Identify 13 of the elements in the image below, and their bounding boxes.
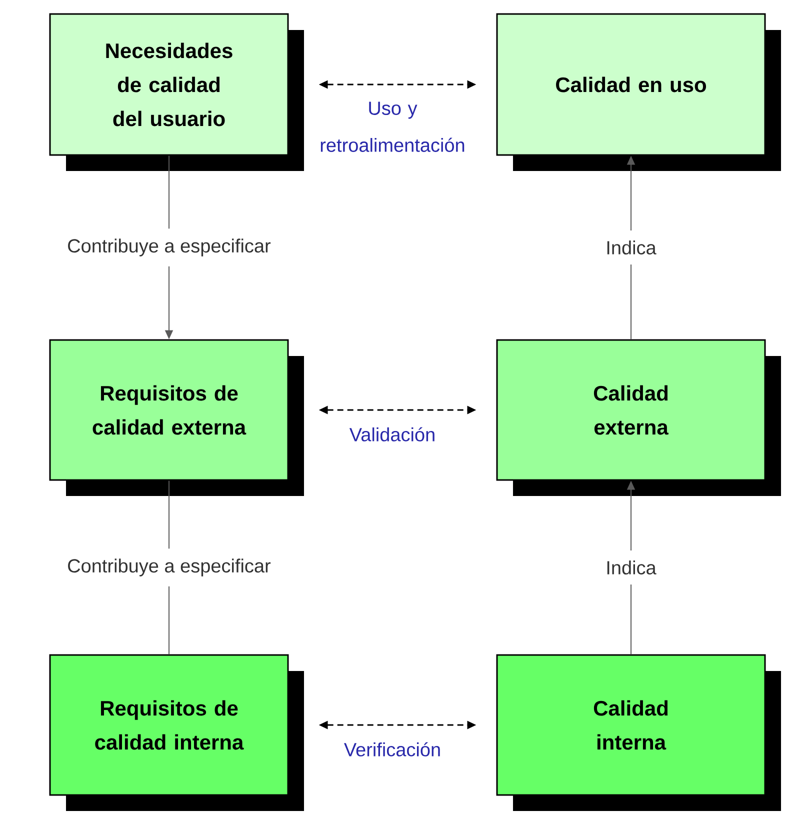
edge-label: Validación (349, 427, 434, 442)
process-box: Calidad en uso (496, 13, 781, 171)
process-box: Necesidades de calidad del usuario (49, 13, 304, 171)
edge-label: Contribuye a especificar (57, 228, 281, 266)
edge-label: Verificación (344, 742, 440, 756)
edge-label: Contribuye a especificar (57, 548, 281, 586)
edge-label: Indica (596, 550, 666, 584)
process-box: Requisitos de calidad interna (49, 654, 304, 811)
process-box: Calidad interna (496, 654, 781, 811)
process-box: Calidad externa (496, 339, 781, 496)
process-box: Requisitos de calidad externa (49, 339, 304, 496)
edge-label: Uso y retroalimentación (320, 102, 464, 152)
edge-label: Indica (596, 230, 666, 264)
